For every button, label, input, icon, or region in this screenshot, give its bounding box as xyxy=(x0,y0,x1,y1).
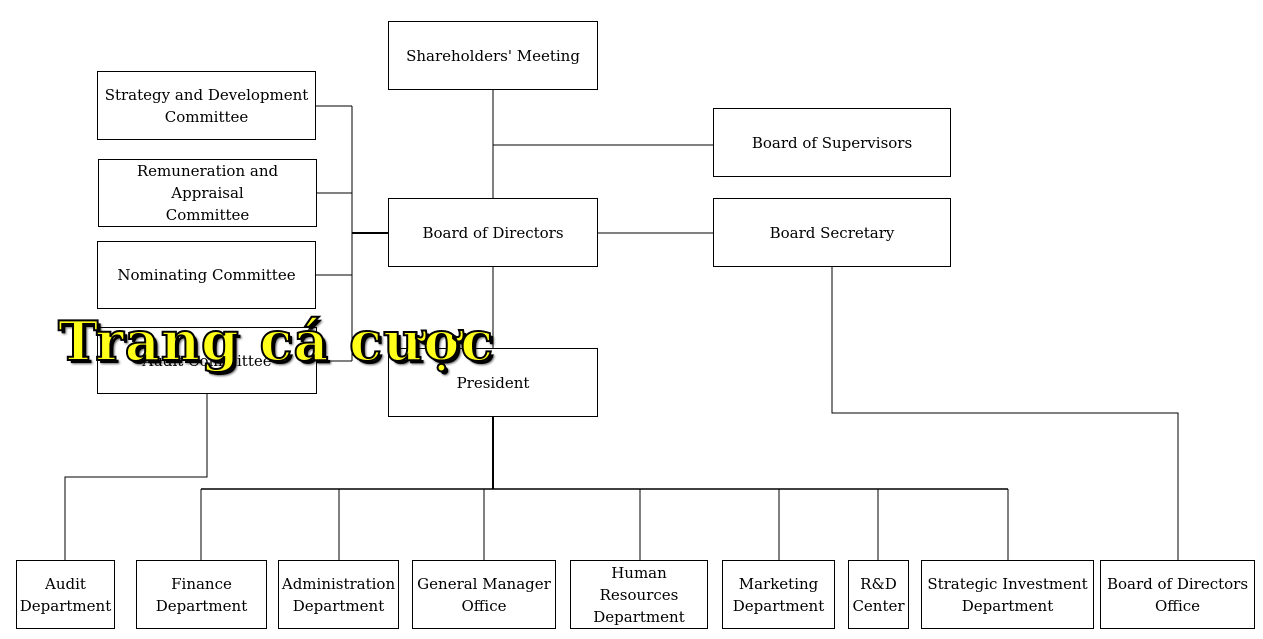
board-secretary-box: Board Secretary xyxy=(713,198,951,267)
nominating-committee-box: Nominating Committee xyxy=(97,241,316,309)
rd-center-box: R&D Center xyxy=(848,560,909,629)
administration-department-box: Administration Department xyxy=(278,560,399,629)
remuneration-committee-box: Remuneration and Appraisal Committee xyxy=(98,159,317,227)
line-secretary-to-bod-office xyxy=(831,267,1179,560)
general-manager-office-box: General Manager Office xyxy=(412,560,556,629)
board-of-supervisors-box: Board of Supervisors xyxy=(713,108,951,177)
board-of-directors-office-box: Board of Directors Office xyxy=(1100,560,1255,629)
audit-department-box: Audit Department xyxy=(16,560,115,629)
watermark-text: Trang cá cược xyxy=(57,308,495,374)
line-audit-committee-to-audit-dept xyxy=(64,394,208,560)
audit-committee-box: Audit Committee xyxy=(97,327,317,394)
finance-department-box: Finance Department xyxy=(136,560,267,629)
marketing-department-box: Marketing Department xyxy=(722,560,835,629)
human-resources-department-box: Human Resources Department xyxy=(570,560,708,629)
strategy-committee-box: Strategy and Development Committee xyxy=(97,71,316,140)
shareholders-meeting-box: Shareholders' Meeting xyxy=(388,21,598,90)
president-box: President xyxy=(388,348,598,417)
strategic-investment-department-box: Strategic Investment Department xyxy=(921,560,1094,629)
board-of-directors-box: Board of Directors xyxy=(388,198,598,267)
